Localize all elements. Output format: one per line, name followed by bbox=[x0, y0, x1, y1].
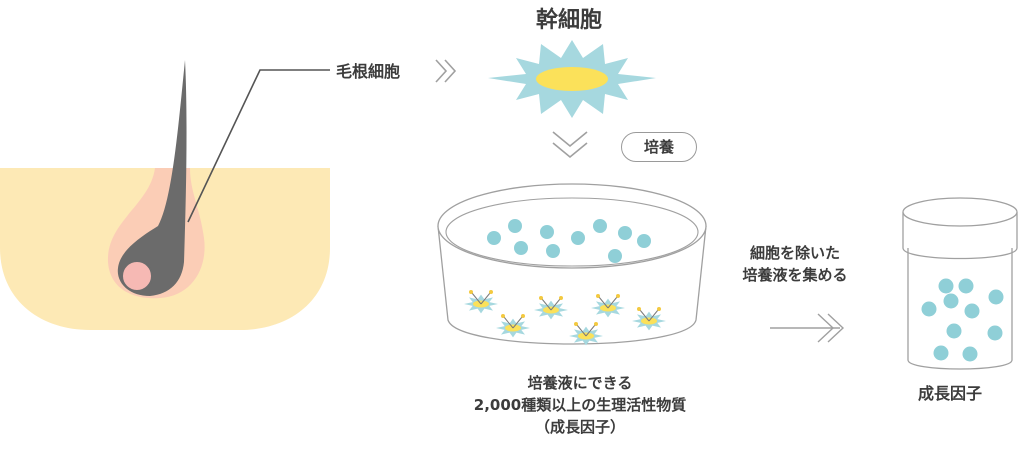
stem-cell-title: 幹細胞 bbox=[535, 8, 602, 33]
growth-factor-dot bbox=[618, 226, 632, 240]
stem-cell-nucleus bbox=[536, 67, 608, 91]
small-stem-cell bbox=[464, 290, 498, 314]
dish-small-cells bbox=[464, 290, 666, 346]
hair-root-cell-label: 毛根細胞 bbox=[336, 62, 401, 81]
jar-body bbox=[907, 248, 1013, 370]
collect-medium-label: 細胞を除いた 培養液を集める bbox=[730, 242, 860, 286]
medium-line-1: 培養液にできる bbox=[527, 374, 633, 392]
jar-neck bbox=[902, 212, 1018, 260]
growth-factor-dot bbox=[988, 289, 1004, 305]
growth-factor-dot bbox=[938, 278, 954, 294]
small-stem-cell bbox=[569, 322, 603, 346]
culture-badge: 培養 bbox=[621, 132, 697, 162]
small-stem-cell bbox=[534, 296, 568, 320]
growth-factor-dot bbox=[540, 225, 554, 239]
jar-growth-factor-dots bbox=[921, 278, 1004, 362]
growth-factor-dot bbox=[933, 345, 949, 361]
medium-line-2: 2,000種類以上の生理活性物質 bbox=[473, 396, 687, 414]
hair-shaft bbox=[117, 60, 187, 296]
chevron-down-icon bbox=[552, 131, 588, 159]
growth-factor-dot bbox=[608, 249, 622, 263]
chevron-right-icon bbox=[435, 59, 457, 83]
medium-description: 培養液にできる 2,000種類以上の生理活性物質 （成長因子） bbox=[440, 372, 720, 438]
hair-bulb bbox=[121, 260, 153, 292]
growth-factor-dot bbox=[508, 219, 522, 233]
small-stem-cell bbox=[496, 314, 530, 338]
jar-rim bbox=[902, 197, 1018, 227]
growth-factor-dot bbox=[487, 231, 501, 245]
growth-factor-dot bbox=[946, 323, 962, 339]
growth-factor-dot bbox=[964, 303, 980, 319]
growth-factor-label: 成長因子 bbox=[917, 384, 982, 403]
growth-factor-dot bbox=[987, 325, 1003, 341]
growth-factor-dot bbox=[958, 278, 974, 294]
small-stem-cell bbox=[632, 307, 666, 331]
petri-dish-rim-outer bbox=[437, 183, 707, 269]
dish-growth-factor-dots bbox=[487, 219, 651, 263]
growth-factor-dot bbox=[637, 234, 651, 248]
medium-line-3: （成長因子） bbox=[534, 418, 625, 436]
growth-factor-dot bbox=[962, 346, 978, 362]
growth-factor-dot bbox=[943, 293, 959, 309]
collect-medium-line-1: 細胞を除いた bbox=[749, 244, 840, 262]
growth-factor-dot bbox=[921, 301, 937, 317]
hair-leader-line bbox=[187, 69, 330, 223]
petri-dish-rim-inner bbox=[445, 197, 699, 267]
growth-factor-dot bbox=[593, 219, 607, 233]
growth-factor-dot bbox=[514, 241, 528, 255]
growth-factor-dot bbox=[571, 231, 585, 245]
growth-factor-dot bbox=[546, 244, 560, 258]
arrow-right-icon bbox=[770, 313, 845, 343]
collect-medium-line-2: 培養液を集める bbox=[742, 266, 848, 284]
small-stem-cell bbox=[591, 294, 625, 318]
